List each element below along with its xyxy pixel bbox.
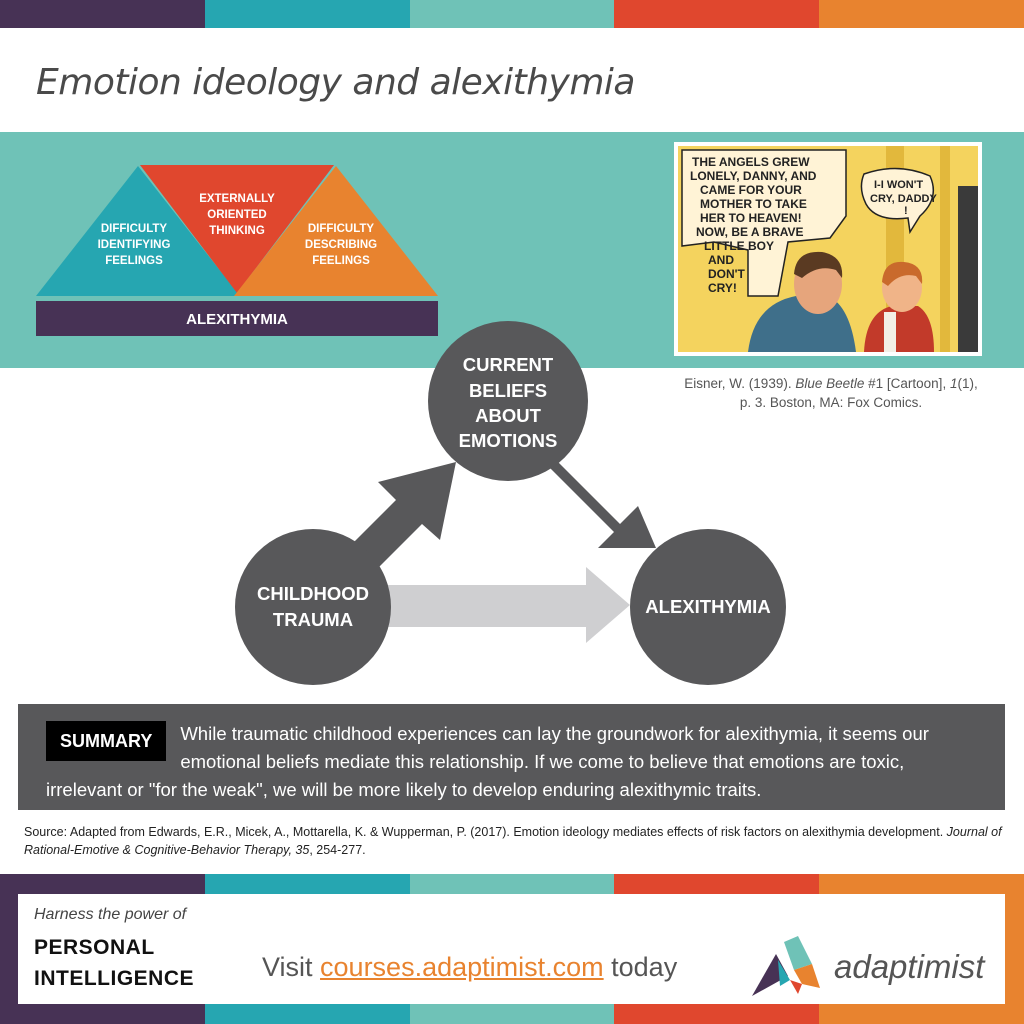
comic-adult-text-2: LONELY, DANNY, AND [690,169,817,183]
pyramid-right-label-3: FEELINGS [312,255,370,267]
comic-adult-text-6: NOW, BE A BRAVE [696,225,804,239]
source-citation: Source: Adapted from Edwards, E.R., Mice… [24,823,1004,859]
comic-adult-text-3: CAME FOR YOUR [700,183,802,197]
comic-illustration: THE ANGELS GREW LONELY, DANNY, AND CAME … [678,146,978,352]
comic-credit-volume: 1 [949,376,958,391]
summary-label: SUMMARY [46,721,167,761]
source-pages: , 254-277. [309,843,366,857]
trauma-label-2: TRAUMA [273,609,353,630]
comic-credit-part3: (1), [957,376,978,391]
beliefs-label-2: BELIEFS [469,380,547,401]
stripe-segment-teal [204,0,410,28]
alexithymia-pyramid: DIFFICULTY IDENTIFYING FEELINGS EXTERNAL… [36,165,438,336]
pyramid-base-label: ALEXITHYMIA [186,311,288,328]
footer-panel: Harness the power of PERSONAL INTELLIGEN… [18,894,1005,1004]
comic-adult-text-10: CRY! [708,281,737,295]
summary-box: SUMMARY While traumatic childhood experi… [18,704,1005,810]
comic-adult-text-1: THE ANGELS GREW [692,155,810,169]
comic-credit-title: Blue Beetle [795,376,865,391]
alexithymia-node [630,529,786,685]
top-color-stripe [0,0,1024,28]
comic-bubble-child [860,167,935,235]
footer-tagline: Harness the power of [34,906,187,923]
current-beliefs-node [428,321,588,481]
pyramid-center-label-3: THINKING [209,225,265,237]
footer-brand-line2: INTELLIGENCE [34,967,195,990]
pyramid-left-label-2: IDENTIFYING [98,239,171,251]
comic-adult-text-4: MOTHER TO TAKE [700,197,807,211]
adaptimist-logo-icon [752,936,820,996]
comic-panel: THE ANGELS GREW LONELY, DANNY, AND CAME … [674,142,982,356]
childhood-trauma-node [235,529,391,685]
visit-prefix: Visit [262,952,321,982]
mediation-flow-diagram: CURRENT BELIEFS ABOUT EMOTIONS CHILDHOOD… [235,321,786,685]
direct-arrow [380,567,630,643]
comic-adult-text-7: LITTLE BOY [704,239,774,253]
pyramid-left-label-3: FEELINGS [105,255,163,267]
source-journal: Journal of Rational-Emotive & Cognitive-… [24,825,1002,857]
comic-credit: Eisner, W. (1939). Blue Beetle #1 [Carto… [650,374,1012,412]
pyramid-center-label-1: EXTERNALLY [199,193,275,205]
pyramid-left-triangle [36,166,240,296]
pyramid-center-label-2: ORIENTED [207,209,266,221]
footer-visit-line: Visit courses.adaptimist.com today [262,952,677,983]
stripe-segment-light-teal [409,0,615,28]
comic-credit-part2: #1 [Cartoon], [864,376,950,391]
beliefs-label-4: EMOTIONS [459,430,558,451]
summary-text: While traumatic childhood experiences ca… [46,723,929,800]
visit-suffix: today [603,952,678,982]
pyramid-right-label-1: DIFFICULTY [308,223,375,235]
comic-adult-text-9: DON'T [708,267,746,281]
trauma-label-1: CHILDHOOD [257,583,369,604]
page-title: Emotion ideology and alexithymia [36,62,635,103]
courses-link[interactable]: courses.adaptimist.com [320,952,604,982]
pyramid-left-label-1: DIFFICULTY [101,223,168,235]
comic-credit-part1: Eisner, W. (1939). [684,376,796,391]
source-text: Source: Adapted from Edwards, E.R., Mice… [24,825,947,839]
footer: Harness the power of PERSONAL INTELLIGEN… [0,874,1024,1024]
comic-adult-text-5: HER TO HEAVEN! [700,211,802,225]
comic-credit-line2: p. 3. Boston, MA: Fox Comics. [739,395,923,410]
comic-child-text-2: CRY, DADDY [870,193,937,205]
comic-bubble-adult [681,149,847,297]
footer-brand-line1: PERSONAL [34,936,155,959]
pyramid-center-triangle [140,165,334,293]
footer-brand: PERSONAL INTELLIGENCE [34,932,194,994]
comic-adult-text-8: AND [708,253,734,267]
stripe-segment-purple [0,0,205,28]
adaptimist-wordmark: adaptimist [834,948,985,985]
comic-child-figure [864,306,934,352]
stripe-segment-orange [819,0,1024,28]
comic-child-text-1: I-I WON'T [874,179,923,191]
stripe-segment-red [614,0,820,28]
beliefs-to-alexithymia-arrow [550,460,656,548]
pyramid-right-label-2: DESCRIBING [305,239,377,251]
comic-child-text-3: ! [904,205,908,217]
beliefs-label-3: ABOUT [475,405,541,426]
alexithymia-node-label: ALEXITHYMIA [645,596,770,617]
pyramid-base-bar [36,301,438,336]
beliefs-label-1: CURRENT [463,354,554,375]
pyramid-right-triangle [234,166,438,296]
trauma-to-beliefs-arrow [342,462,456,578]
